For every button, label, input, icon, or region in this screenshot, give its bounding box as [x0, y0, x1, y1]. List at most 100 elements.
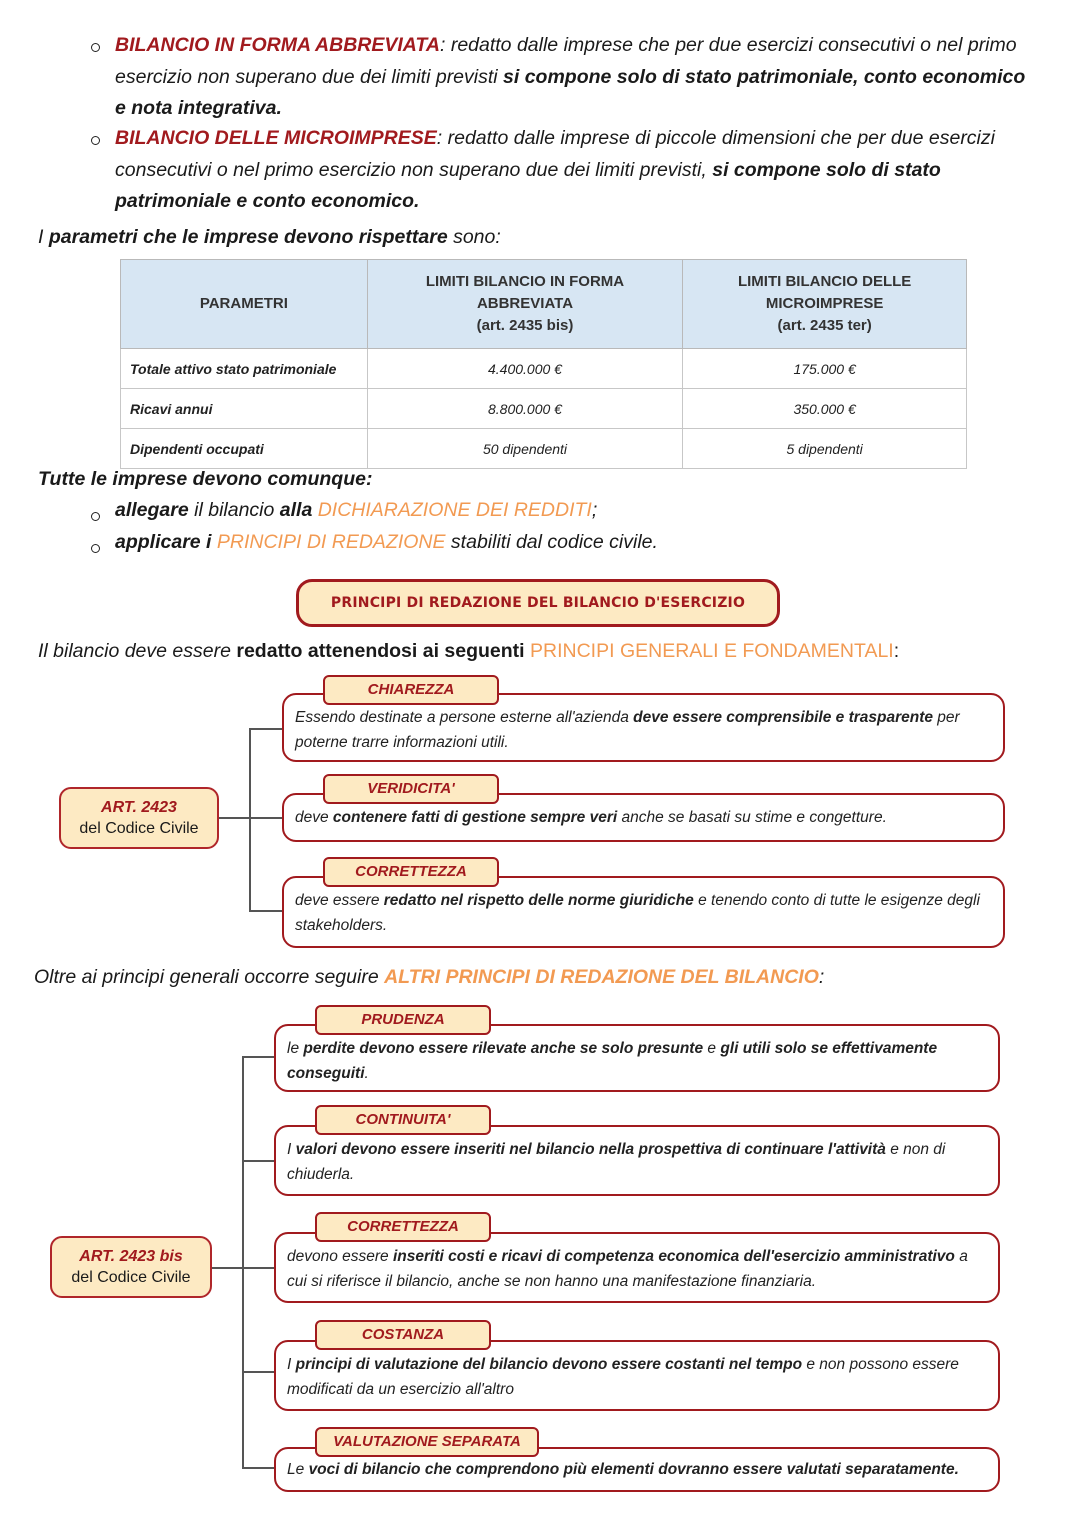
bullet-title: BILANCIO DELLE MICROIMPRESE	[115, 127, 437, 149]
table-header: LIMITI BILANCIO DELLE MICROIMPRESE (art.…	[682, 259, 967, 349]
principle-box: le perdite devono essere rilevate anche …	[274, 1024, 1000, 1092]
connector	[249, 817, 283, 819]
principle-text: le	[287, 1040, 304, 1057]
principle-text: anche se basati su stime e congetture.	[617, 809, 887, 826]
bullet-microimprese: BILANCIO DELLE MICROIMPRESE: redatto dal…	[91, 123, 1035, 218]
principle-text: per poterne trarre informazioni utili.	[295, 709, 960, 751]
obligation-text: il bilancio	[188, 499, 280, 521]
obligation-item: applicare i PRINCIPI DI REDAZIONE stabil…	[91, 531, 658, 554]
obligation-bold: applicare i	[115, 531, 212, 553]
connector	[249, 728, 283, 730]
principle-text: Le	[287, 1461, 309, 1478]
principle-bold: voci di bilancio che comprendono più ele…	[308, 1461, 959, 1478]
art-subtitle: del Codice Civile	[79, 820, 199, 837]
connector	[249, 910, 283, 912]
art-2423-bis-box: ART. 2423 bis del Codice Civile	[50, 1236, 212, 1298]
table-cell: 8.800.000 €	[366, 388, 684, 429]
principle-bold: principi di valutazione del bilancio dev…	[295, 1356, 803, 1373]
bullet-abbreviata: BILANCIO IN FORMA ABBREVIATA: redatto da…	[91, 30, 1035, 125]
principle-tag: CONTINUITA'	[315, 1105, 491, 1135]
connector	[242, 1371, 275, 1373]
principle-box: I principi di valutazione del bilancio d…	[274, 1340, 1000, 1411]
general-intro-bold: redatto attenendosi ai seguenti	[236, 640, 525, 662]
table-cell: Dipendenti occupati	[120, 428, 368, 469]
obligation-end: stabiliti dal codice civile.	[445, 531, 658, 553]
obligation-highlight: DICHIARAZIONE DEI REDDITI	[317, 499, 592, 521]
connector	[242, 1467, 275, 1469]
other-intro-end: :	[818, 966, 825, 988]
table-cell: 175.000 €	[682, 348, 967, 389]
bullet-marker	[91, 43, 100, 52]
connector	[212, 1267, 243, 1269]
table-cell: 4.400.000 €	[366, 348, 684, 389]
connector	[249, 728, 251, 912]
obligation-highlight: PRINCIPI DI REDAZIONE	[216, 531, 446, 553]
bullet-text-bold: si compone solo di stato patrimoniale e …	[115, 158, 941, 213]
principle-text: devono essere	[287, 1248, 393, 1265]
principle-tag: CHIAREZZA	[323, 675, 499, 705]
principle-text: .	[364, 1065, 369, 1082]
principle-tag: PRUDENZA	[315, 1005, 491, 1035]
connector	[242, 1267, 275, 1269]
table-cell: 50 dipendenti	[366, 428, 684, 469]
art-title: ART. 2423 bis	[79, 1248, 183, 1265]
principle-bold: redatto nel rispetto delle norme giuridi…	[383, 892, 694, 909]
bullet-text: : redatto dalle imprese che per due eser…	[115, 34, 1017, 88]
principle-text: deve	[295, 809, 333, 826]
principle-text: deve essere	[295, 892, 384, 909]
bullet-text-bold: si compone solo di stato patrimoniale, c…	[115, 65, 1026, 120]
table-header-row: PARAMETRI LIMITI BILANCIO IN FORMA ABBRE…	[120, 259, 967, 349]
general-intro-highlight: PRINCIPI GENERALI E FONDAMENTALI	[524, 640, 894, 662]
principle-box: devono essere inseriti costi e ricavi di…	[274, 1232, 1000, 1303]
bullet-marker	[91, 512, 100, 521]
principle-tag: VALUTAZIONE SEPARATA	[315, 1427, 539, 1457]
general-intro-pre: Il bilancio deve essere	[38, 640, 237, 662]
params-intro-bold: parametri che le imprese devono rispetta…	[48, 226, 448, 248]
other-intro-pre: Oltre ai principi generali occorre segui…	[34, 966, 385, 988]
table-header: PARAMETRI	[120, 259, 368, 349]
principle-bold: gli utili solo se effettivamente consegu…	[287, 1040, 938, 1082]
principle-text: e non possono essere modificati da un es…	[287, 1356, 959, 1398]
table-cell: 350.000 €	[682, 388, 967, 429]
table-header: LIMITI BILANCIO IN FORMA ABBREVIATA (art…	[366, 259, 684, 349]
obligations-intro: Tutte le imprese devono comunque:	[38, 468, 373, 490]
obligation-item: allegare il bilancio alla DICHIARAZIONE …	[91, 499, 598, 522]
section-banner: PRINCIPI DI REDAZIONE DEL BILANCIO D'ESE…	[296, 579, 780, 627]
principle-text: Essendo destinate a persone esterne all'…	[295, 709, 634, 726]
bullet-marker	[91, 136, 100, 145]
principle-tag: CORRETTEZZA	[315, 1212, 491, 1242]
connector	[242, 1056, 244, 1469]
general-intro: Il bilancio deve essere redatto attenend…	[38, 640, 899, 663]
principle-text: e tenendo conto di tutte le esigenze deg…	[295, 892, 980, 934]
principle-text: I	[287, 1141, 296, 1158]
params-intro-pre: I	[38, 226, 49, 248]
bullet-marker	[91, 544, 100, 553]
principle-text: a cui si riferisce il bilancio, anche se…	[287, 1248, 968, 1290]
principle-bold: inseriti costi e ricavi di competenza ec…	[393, 1248, 955, 1265]
bullet-title: BILANCIO IN FORMA ABBREVIATA	[115, 34, 440, 56]
table-row: Ricavi annui 8.800.000 € 350.000 €	[120, 388, 967, 429]
bullet-text: : redatto dalle imprese di piccole dimen…	[115, 127, 995, 181]
params-intro: I parametri che le imprese devono rispet…	[38, 226, 501, 249]
connector	[242, 1160, 275, 1162]
principle-text: e non di chiuderla.	[287, 1141, 946, 1183]
principle-tag: VERIDICITA'	[323, 774, 499, 804]
table-cell: 5 dipendenti	[682, 428, 967, 469]
principle-text: e	[703, 1040, 721, 1057]
principle-box: I valori devono essere inseriti nel bila…	[274, 1125, 1000, 1196]
general-intro-end: :	[893, 640, 900, 662]
parameters-table: PARAMETRI LIMITI BILANCIO IN FORMA ABBRE…	[120, 259, 967, 469]
obligation-bold: alla	[279, 499, 313, 521]
table-cell: Totale attivo stato patrimoniale	[120, 348, 368, 389]
other-intro: Oltre ai principi generali occorre segui…	[34, 966, 824, 989]
obligation-bold: allegare	[115, 499, 189, 521]
principle-bold: deve essere comprensibile e trasparente	[633, 709, 933, 726]
principle-tag: CORRETTEZZA	[323, 857, 499, 887]
table-row: Totale attivo stato patrimoniale 4.400.0…	[120, 348, 967, 389]
obligation-end: ;	[591, 499, 598, 521]
connector	[242, 1056, 275, 1058]
principle-box: deve essere redatto nel rispetto delle n…	[282, 876, 1005, 948]
connector	[219, 817, 250, 819]
principle-text: I	[287, 1356, 296, 1373]
art-subtitle: del Codice Civile	[71, 1269, 191, 1286]
